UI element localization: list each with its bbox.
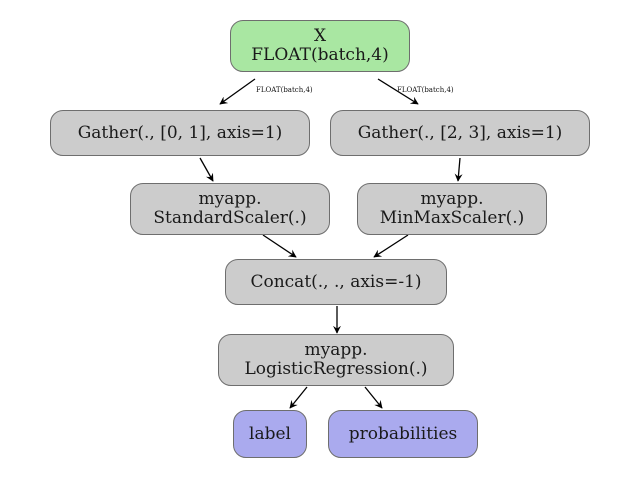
node-concat-label: Concat(., ., axis=-1) — [250, 271, 422, 292]
node-logistic-regression-name: LogisticRegression(.) — [244, 359, 428, 379]
edge-scaler1-concat — [262, 234, 297, 258]
node-probabilities-label: probabilities — [348, 423, 458, 444]
edge-gather2-scaler2 — [454, 157, 463, 182]
node-minmax-scaler[interactable]: myapp. MinMaxScaler(.) — [357, 183, 547, 235]
node-gather-2-label: Gather(., [2, 3], axis=1) — [357, 122, 563, 143]
edge-label-x-gather1: FLOAT(batch,4) — [256, 86, 313, 94]
edge-logreg-label — [289, 386, 308, 409]
edge-scaler2-concat — [373, 234, 409, 258]
edge-label-x-gather2: FLOAT(batch,4) — [397, 86, 454, 94]
edge-x-gather1 — [219, 78, 256, 105]
edge-logreg-probabilities — [364, 386, 383, 409]
node-minmax-scaler-name: MinMaxScaler(.) — [379, 208, 525, 228]
node-gather-1[interactable]: Gather(., [0, 1], axis=1) — [50, 110, 310, 156]
node-gather-2[interactable]: Gather(., [2, 3], axis=1) — [330, 110, 590, 156]
node-standard-scaler-module: myapp. — [198, 189, 262, 209]
node-gather-1-label: Gather(., [0, 1], axis=1) — [77, 122, 283, 143]
node-label[interactable]: label — [233, 410, 307, 458]
node-logistic-regression-module: myapp. — [304, 340, 368, 360]
node-probabilities[interactable]: probabilities — [328, 410, 478, 458]
edge-gather1-scaler1 — [199, 157, 214, 182]
node-x[interactable]: X FLOAT(batch,4) — [230, 20, 410, 72]
node-minmax-scaler-module: myapp. — [420, 189, 484, 209]
node-label-label: label — [249, 423, 291, 444]
node-standard-scaler[interactable]: myapp. StandardScaler(.) — [130, 183, 330, 235]
node-x-name: X — [313, 26, 327, 46]
node-standard-scaler-name: StandardScaler(.) — [153, 208, 307, 228]
node-logistic-regression[interactable]: myapp. LogisticRegression(.) — [218, 334, 454, 386]
edge-x-gather2 — [377, 78, 419, 105]
node-x-type: FLOAT(batch,4) — [251, 45, 389, 65]
node-concat[interactable]: Concat(., ., axis=-1) — [225, 259, 447, 305]
